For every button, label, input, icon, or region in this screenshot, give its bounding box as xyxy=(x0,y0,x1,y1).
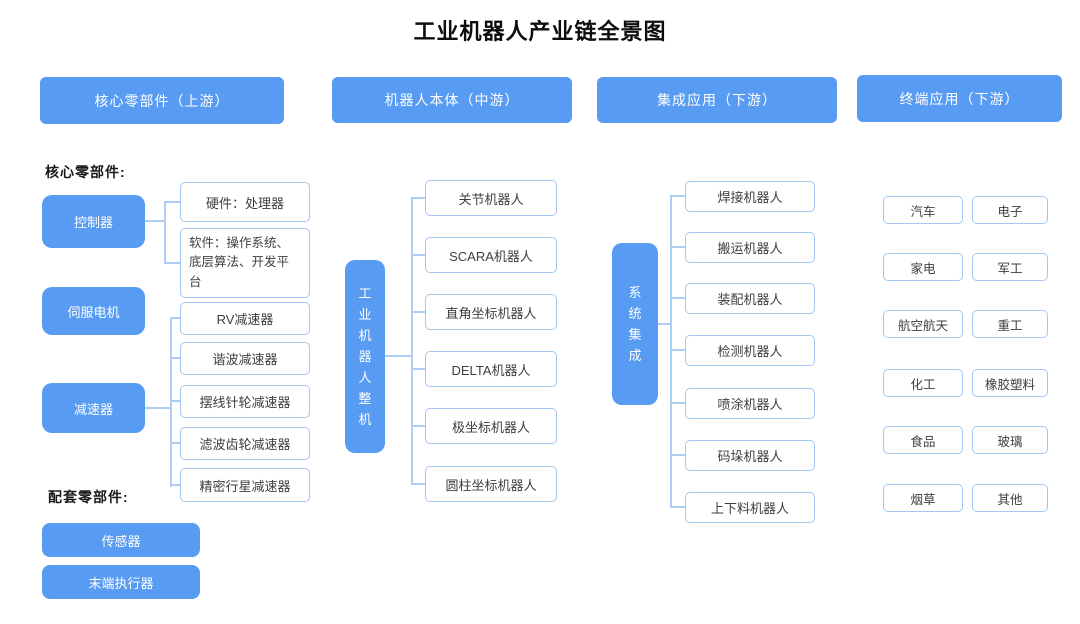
core-components-section-label: 核心零部件: xyxy=(45,164,126,180)
industrial-robot-machine-label: 工业机器人整机 xyxy=(358,285,372,428)
node-polar-robot: 极坐标机器人 xyxy=(425,408,557,444)
header-robot-body-midstream: 机器人本体（中游） xyxy=(332,77,572,123)
connector xyxy=(145,220,164,222)
node-industry-glass: 玻璃 xyxy=(972,426,1048,454)
node-industry-heavy: 重工 xyxy=(972,310,1048,338)
node-industry-other: 其他 xyxy=(972,484,1048,512)
node-welding-robot: 焊接机器人 xyxy=(685,181,815,212)
node-spraying-robot: 喷涂机器人 xyxy=(685,388,815,419)
connector xyxy=(411,483,425,485)
connector xyxy=(411,425,425,427)
connector xyxy=(170,357,180,359)
header-core-components-upstream: 核心零部件（上游） xyxy=(40,77,284,124)
connector xyxy=(411,311,425,313)
connector xyxy=(670,506,685,508)
node-industry-food: 食品 xyxy=(883,426,963,454)
connector xyxy=(411,368,425,370)
connector xyxy=(670,454,685,456)
node-handling-robot: 搬运机器人 xyxy=(685,232,815,263)
system-integration-label: 系统集成 xyxy=(628,284,642,364)
node-servo-motor: 伺服电机 xyxy=(42,287,145,335)
node-assembly-robot: 装配机器人 xyxy=(685,283,815,314)
node-industry-rubber-plastics: 橡胶塑料 xyxy=(972,369,1048,397)
connector xyxy=(670,349,685,351)
node-industry-aerospace: 航空航天 xyxy=(883,310,963,338)
supporting-components-section-label: 配套零部件: xyxy=(48,489,129,505)
node-rv-reducer: RV减速器 xyxy=(180,302,310,335)
node-controller: 控制器 xyxy=(42,195,145,248)
connector xyxy=(670,402,685,404)
connector xyxy=(170,317,172,487)
node-system-integration: 系统集成 xyxy=(612,243,658,405)
connector xyxy=(385,355,411,357)
node-industry-chemical: 化工 xyxy=(883,369,963,397)
node-end-effector: 末端执行器 xyxy=(42,565,200,599)
connector xyxy=(170,400,180,402)
header-terminal-downstream: 终端应用（下游） xyxy=(857,75,1062,122)
connector xyxy=(145,407,170,409)
connector xyxy=(670,246,685,248)
connector xyxy=(670,195,685,197)
node-cartesian-robot: 直角坐标机器人 xyxy=(425,294,557,330)
node-articulated-robot: 关节机器人 xyxy=(425,180,557,216)
connector xyxy=(164,201,180,203)
node-palletizing-robot: 码垛机器人 xyxy=(685,440,815,471)
node-cycloidal-pin-reducer: 摆线针轮减速器 xyxy=(180,385,310,418)
node-harmonic-reducer: 谐波减速器 xyxy=(180,342,310,375)
node-inspection-robot: 检测机器人 xyxy=(685,335,815,366)
connector xyxy=(670,297,685,299)
node-sensor: 传感器 xyxy=(42,523,200,557)
node-industry-automotive: 汽车 xyxy=(883,196,963,224)
connector xyxy=(411,197,425,199)
connector xyxy=(170,484,180,486)
connector xyxy=(170,317,180,319)
node-loading-unloading-robot: 上下料机器人 xyxy=(685,492,815,523)
node-industry-tobacco: 烟草 xyxy=(883,484,963,512)
node-software-platform: 软件：操作系统、底层算法、开发平台 xyxy=(180,228,310,298)
connector xyxy=(670,195,672,508)
page-title: 工业机器人产业链全景图 xyxy=(413,19,667,44)
connector xyxy=(164,201,166,264)
header-integration-downstream: 集成应用（下游） xyxy=(597,77,837,123)
node-hardware-processor: 硬件：处理器 xyxy=(180,182,310,222)
node-industry-military: 军工 xyxy=(972,253,1048,281)
connector xyxy=(164,262,180,264)
node-industrial-robot-machine: 工业机器人整机 xyxy=(345,260,385,453)
node-industry-electronics: 电子 xyxy=(972,196,1048,224)
node-precision-planetary-reducer: 精密行星减速器 xyxy=(180,468,310,502)
node-delta-robot: DELTA机器人 xyxy=(425,351,557,387)
connector xyxy=(411,197,413,485)
node-scara-robot: SCARA机器人 xyxy=(425,237,557,273)
connector xyxy=(170,442,180,444)
node-cylindrical-robot: 圆柱坐标机器人 xyxy=(425,466,557,502)
node-reducer: 减速器 xyxy=(42,383,145,433)
node-industry-home-appliance: 家电 xyxy=(883,253,963,281)
connector xyxy=(658,323,670,325)
connector xyxy=(411,254,425,256)
node-filter-gear-reducer: 滤波齿轮减速器 xyxy=(180,427,310,460)
